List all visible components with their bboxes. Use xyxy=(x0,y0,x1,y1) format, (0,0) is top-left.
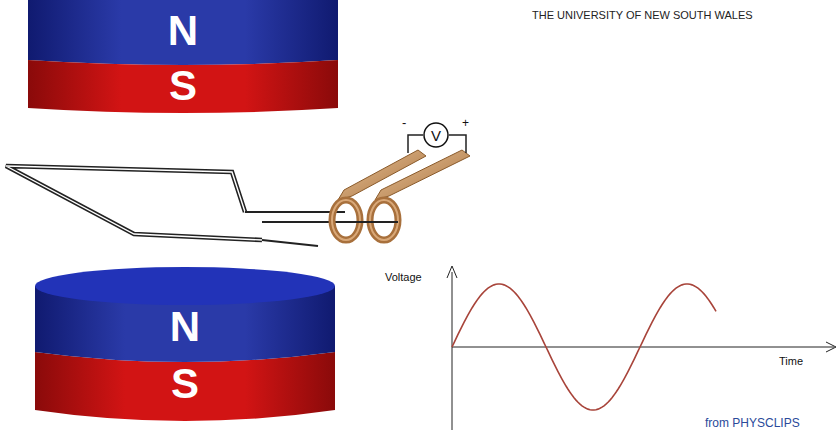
meter-symbol: V xyxy=(431,128,441,143)
south-pole-band: S xyxy=(35,356,335,412)
axis-label: Time xyxy=(779,355,803,367)
sine-wave xyxy=(452,284,716,410)
top-magnet xyxy=(28,0,338,113)
south-pole-band: S xyxy=(28,62,338,110)
slip-rings xyxy=(332,200,398,240)
voltage-graph xyxy=(447,266,836,430)
magnet-top-face xyxy=(35,267,335,305)
terminal-sign: - xyxy=(402,116,406,130)
pole-letter: S xyxy=(171,363,199,405)
north-pole-band: N xyxy=(35,300,335,354)
south-pole xyxy=(28,60,338,113)
university-header: THE UNIVERSITY OF NEW SOUTH WALES xyxy=(532,9,753,21)
axis-label: Voltage xyxy=(385,271,422,283)
north-pole-band: N xyxy=(28,0,338,62)
voltmeter-circle: V xyxy=(423,122,449,148)
bottom-magnet xyxy=(35,267,335,421)
south-pole xyxy=(35,352,335,421)
brushes xyxy=(338,150,470,200)
terminal-sign: + xyxy=(462,117,469,130)
pole-letter: N xyxy=(168,10,198,52)
coil-loop xyxy=(6,166,382,246)
credit-note: from PHYSCLIPS xyxy=(705,417,800,430)
pole-letter: N xyxy=(170,306,200,348)
north-pole xyxy=(28,0,338,65)
pole-letter: S xyxy=(169,65,197,107)
